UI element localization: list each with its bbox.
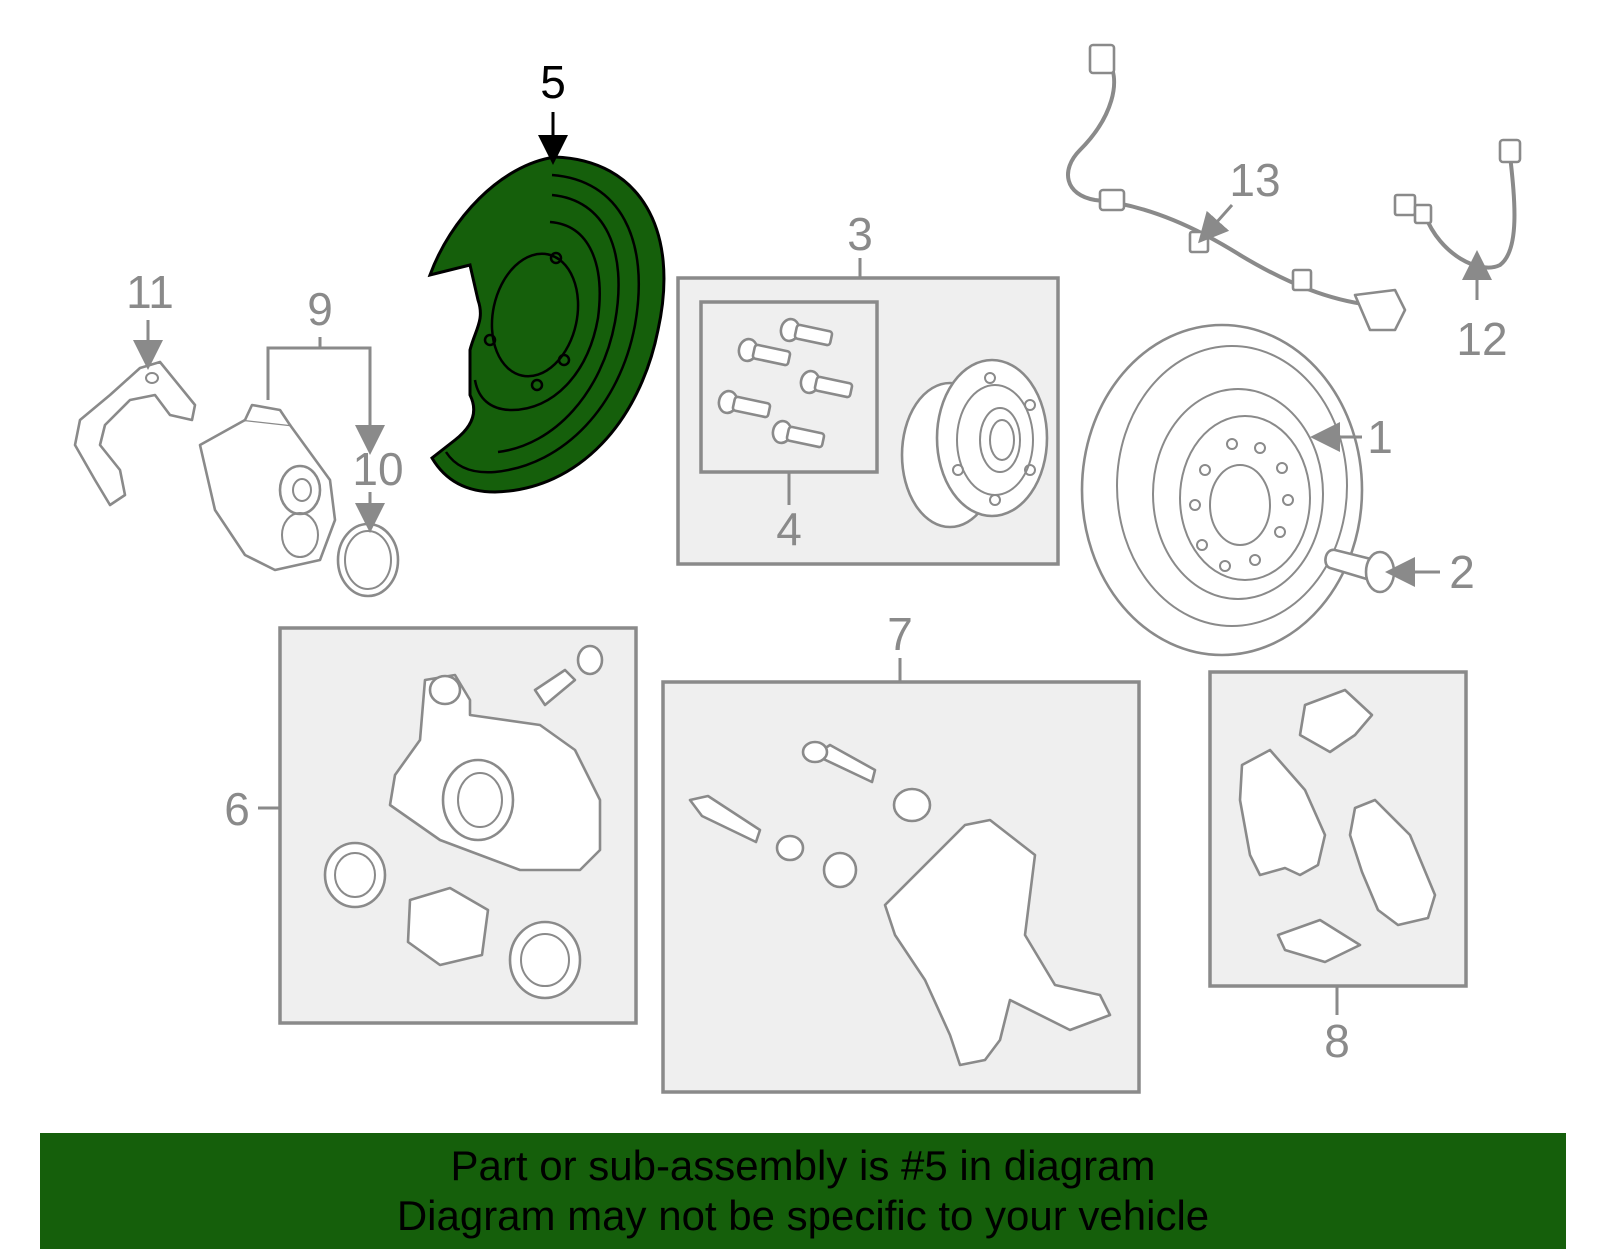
box-7 (661, 680, 1141, 1094)
part-4-bolts (717, 317, 854, 449)
callout-7[interactable]: 7 (887, 608, 913, 660)
callout-9[interactable]: 9 (307, 283, 333, 335)
part-11-bracket (73, 360, 197, 507)
callout-10[interactable]: 10 (352, 443, 403, 495)
part-7-bracket (688, 740, 1112, 1067)
callout-6[interactable]: 6 (224, 783, 250, 835)
callout-2[interactable]: 2 (1449, 546, 1475, 598)
leader-9 (266, 337, 370, 440)
callout-3[interactable]: 3 (847, 208, 873, 260)
callout-13[interactable]: 13 (1229, 154, 1280, 206)
banner-line-2: Diagram may not be specific to your vehi… (396, 1192, 1210, 1239)
callout-4[interactable]: 4 (776, 503, 802, 555)
part-3-hub (900, 358, 1049, 529)
part-5-shield[interactable] (427, 155, 666, 494)
banner-line-1: Part or sub-assembly is #5 in diagram (450, 1142, 1156, 1189)
part-8-pads (1238, 688, 1437, 964)
callout-8[interactable]: 8 (1324, 1015, 1350, 1067)
part-1-rotor (1080, 323, 1364, 657)
part-10-seal (336, 522, 400, 598)
part-9-actuator (198, 403, 337, 572)
part-6-caliper (323, 644, 604, 1000)
callout-5[interactable]: 5 (540, 56, 566, 108)
part-13-harness (1066, 43, 1407, 332)
part-12-sensor-wire (1393, 138, 1522, 270)
info-banner: Part or sub-assembly is #5 in diagram Di… (40, 1133, 1566, 1249)
leader-13 (1198, 204, 1234, 244)
callout-11[interactable]: 11 (126, 266, 174, 318)
callout-1[interactable]: 1 (1367, 411, 1393, 463)
callout-12[interactable]: 12 (1456, 313, 1507, 365)
